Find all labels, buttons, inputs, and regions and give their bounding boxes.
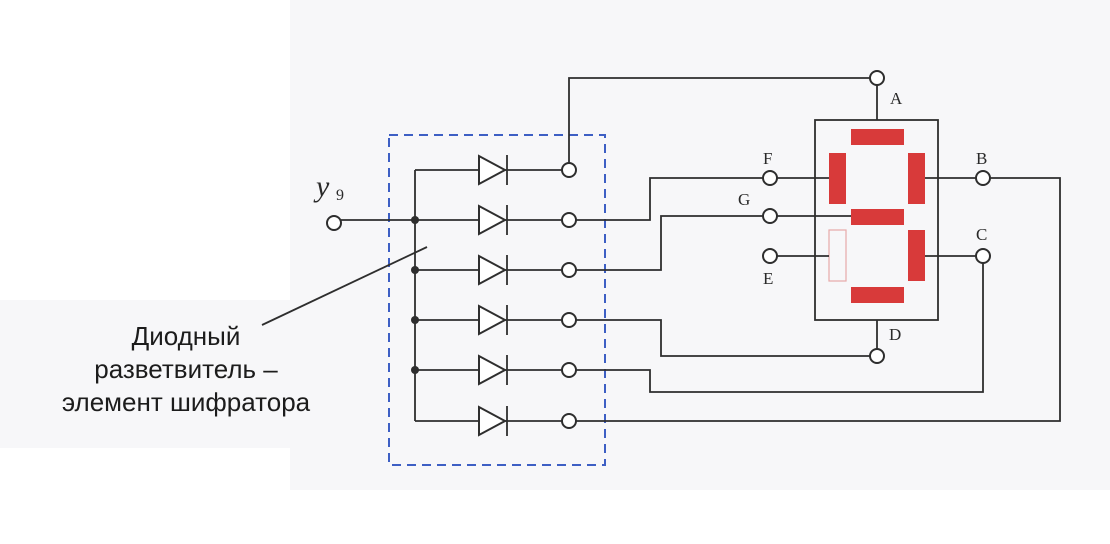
diode-output-terminal [561,212,577,228]
segment-c [908,230,925,281]
diode-output-terminal [561,413,577,429]
caption-background [0,300,372,448]
terminal-a [869,70,885,86]
label-e: E [763,269,773,288]
wire-to-g [576,215,763,271]
label-d: D [889,325,901,344]
caption-text: Диодный разветвитель – элемент шифратора [6,320,366,419]
input-subscript: 9 [336,187,344,204]
terminal-g [762,208,778,224]
wire-to-f [576,177,763,221]
diode-output-terminal [561,262,577,278]
diode-output-terminal [561,162,577,178]
diode-icon [478,204,508,236]
wire-to-d [576,319,870,357]
diode-row [415,304,577,336]
diode-icon [478,405,508,437]
diode-icon [478,354,508,386]
terminal-e [762,248,778,264]
diode-row [415,254,577,286]
terminal-d [869,348,885,364]
label-c: C [976,225,987,244]
segment-a [851,129,904,145]
caption-leader-line [261,246,428,326]
segment-b [908,153,925,204]
wire-to-b [576,177,1061,422]
label-f: F [763,149,772,168]
segment-g [851,209,904,225]
diagram-background [290,0,1110,490]
caption-line: Диодный [131,321,241,351]
diode-splitter-box [388,134,606,466]
diode-row [415,405,577,437]
diode-icon [478,304,508,336]
label-a: A [890,89,903,108]
segment-f [829,153,846,204]
input-terminal [326,215,342,231]
input-label: y [313,170,330,203]
terminal-f [762,170,778,186]
diode-output-terminal [561,312,577,328]
terminal-c [975,248,991,264]
label-b: B [976,149,987,168]
diode-output-terminal [561,362,577,378]
segment-e [828,229,847,282]
wire-to-c [576,263,984,393]
diode-icon [478,254,508,286]
segment-d [851,287,904,303]
caption-line: элемент шифратора [61,387,311,417]
label-g: G [738,190,750,209]
diode-icon [478,154,508,186]
diode-row [415,154,577,186]
terminal-b [975,170,991,186]
diode-row [415,204,577,236]
wire-to-a [568,77,870,163]
caption-line: разветвитель – [94,354,278,384]
diode-row [415,354,577,386]
